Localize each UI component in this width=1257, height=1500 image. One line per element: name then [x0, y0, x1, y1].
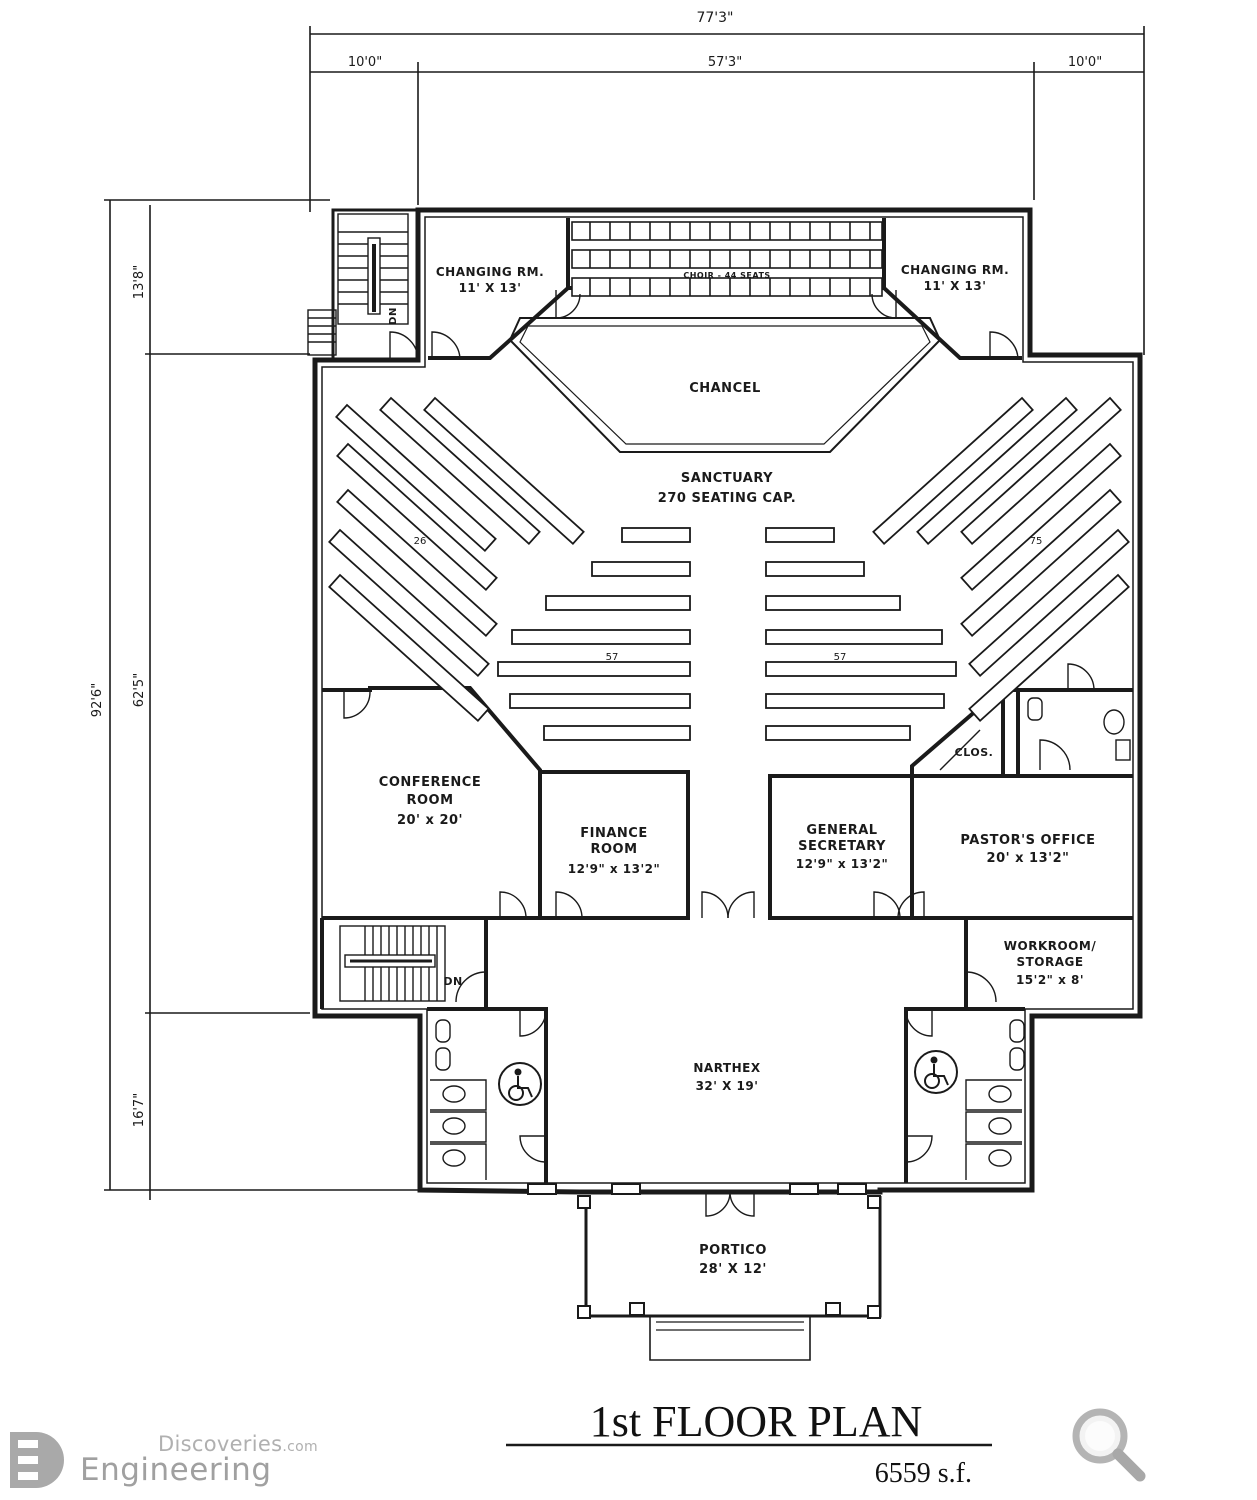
narthex-name: NARTHEX: [693, 1061, 760, 1075]
stair-upper: [307, 213, 409, 356]
pew: [916, 396, 1078, 545]
pew: [765, 661, 957, 677]
pew: [328, 528, 490, 677]
changing-room-left-name: CHANGING RM.: [436, 265, 544, 279]
choir-seating: [571, 221, 883, 297]
pew: [336, 442, 498, 591]
pew-count-right-wing: 75: [1030, 536, 1043, 547]
entry-columns: [527, 1183, 867, 1195]
general-secretary-size: 12'9" x 13'2": [796, 857, 889, 871]
restroom-fixtures: [430, 697, 1131, 1180]
pew: [872, 396, 1034, 545]
center-pews: [497, 527, 957, 741]
pew: [621, 527, 691, 543]
pew: [765, 561, 865, 577]
pew: [336, 488, 498, 637]
room-labels: CHANGING RM. 11' X 13' CHANGING RM. 11' …: [379, 263, 1097, 1277]
brand-logo-mark-icon: [10, 1432, 64, 1488]
dim-left-bay: 10'0": [348, 55, 382, 70]
brand-line-1-suffix: .com: [282, 1439, 318, 1455]
general-secretary-name-2: SECRETARY: [798, 839, 886, 854]
portico-name: PORTICO: [699, 1243, 767, 1258]
pew: [960, 488, 1122, 637]
dim-upper-depth: 13'8": [132, 265, 147, 299]
finance-room-name-1: FINANCE: [580, 826, 647, 841]
pew: [960, 442, 1122, 591]
wheelchair-icon: [914, 1050, 958, 1094]
stair-lower-label: DN: [443, 975, 462, 988]
brand-logo: Discoveries.com Engineering: [6, 1428, 336, 1494]
pastors-office-name: PASTOR'S OFFICE: [960, 833, 1095, 848]
changing-room-left-size: 11' X 13': [459, 281, 522, 295]
pew: [968, 573, 1130, 722]
stair-upper-label: DN: [388, 307, 399, 325]
pew-count-labels: 26 75 57 57: [414, 536, 1043, 663]
closet-label: CLOS.: [955, 746, 994, 759]
pew: [968, 528, 1130, 677]
pew: [328, 573, 490, 722]
pew: [509, 693, 691, 709]
brand-line-2: Engineering: [80, 1452, 272, 1488]
plan-title: 1st FLOOR PLAN: [590, 1397, 923, 1446]
plan-area: 6559 s.f.: [875, 1458, 972, 1489]
changing-room-right-name: CHANGING RM.: [901, 263, 1009, 277]
choir-label: CHOIR - 44 SEATS: [683, 271, 770, 280]
door-swings: [343, 290, 1095, 1217]
pastors-office-size: 20' x 13'2": [987, 851, 1070, 866]
magnifier-icon: [1072, 1408, 1146, 1482]
dim-overall-width: 77'3": [696, 10, 733, 26]
dim-middle-depth: 62'5": [132, 673, 147, 707]
pew: [379, 396, 541, 545]
portico-size: 28' X 12': [699, 1262, 767, 1277]
pew-count-left-wing: 26: [414, 536, 427, 547]
changing-room-right-size: 11' X 13': [924, 279, 987, 293]
brand-line-1-text: Discoveries: [158, 1432, 283, 1456]
pew-count-center-right: 57: [834, 652, 847, 663]
dim-right-bay: 10'0": [1068, 55, 1102, 70]
chancel-label: CHANCEL: [689, 381, 761, 396]
finance-room-name-2: ROOM: [590, 842, 637, 857]
pew: [423, 396, 585, 545]
sanctuary-label: SANCTUARY: [681, 471, 773, 486]
conference-room-name-2: ROOM: [406, 793, 453, 808]
pew: [545, 595, 691, 611]
pew: [543, 725, 691, 741]
workroom-name-2: STORAGE: [1016, 955, 1083, 969]
pew: [765, 725, 911, 741]
workroom-size: 15'2" x 8': [1016, 973, 1084, 987]
pew: [765, 693, 945, 709]
left-wing-pews: [328, 396, 585, 722]
sanctuary-capacity: 270 SEATING CAP.: [658, 491, 796, 506]
chancel-platform: [508, 317, 942, 453]
pew: [497, 661, 691, 677]
pew: [765, 595, 901, 611]
pew: [765, 629, 943, 645]
conference-room-size: 20' x 20': [397, 813, 463, 828]
finance-room-size: 12'9" x 13'2": [568, 862, 661, 876]
dimension-lines: [104, 26, 1145, 1200]
pew: [335, 403, 497, 552]
general-secretary-name-1: GENERAL: [806, 823, 877, 838]
stair-lower: [339, 925, 446, 1002]
right-wing-pews: [872, 396, 1130, 722]
brand-line-1: Discoveries.com: [158, 1432, 318, 1456]
zoom-button[interactable]: [1066, 1404, 1150, 1488]
wheelchair-icon: [498, 1062, 542, 1106]
pew: [960, 396, 1122, 545]
pew: [765, 527, 835, 543]
dim-center-bay: 57'3": [708, 55, 742, 70]
portico: [577, 1195, 882, 1361]
pew: [511, 629, 691, 645]
workroom-name-1: WORKROOM/: [1004, 939, 1097, 953]
narthex-size: 32' X 19': [696, 1079, 759, 1093]
dim-lower-depth: 16'7": [132, 1093, 147, 1127]
conference-room-name-1: CONFERENCE: [379, 775, 481, 790]
dim-overall-depth: 92'6": [90, 683, 105, 717]
pew: [591, 561, 691, 577]
pew-count-center-left: 57: [606, 652, 619, 663]
